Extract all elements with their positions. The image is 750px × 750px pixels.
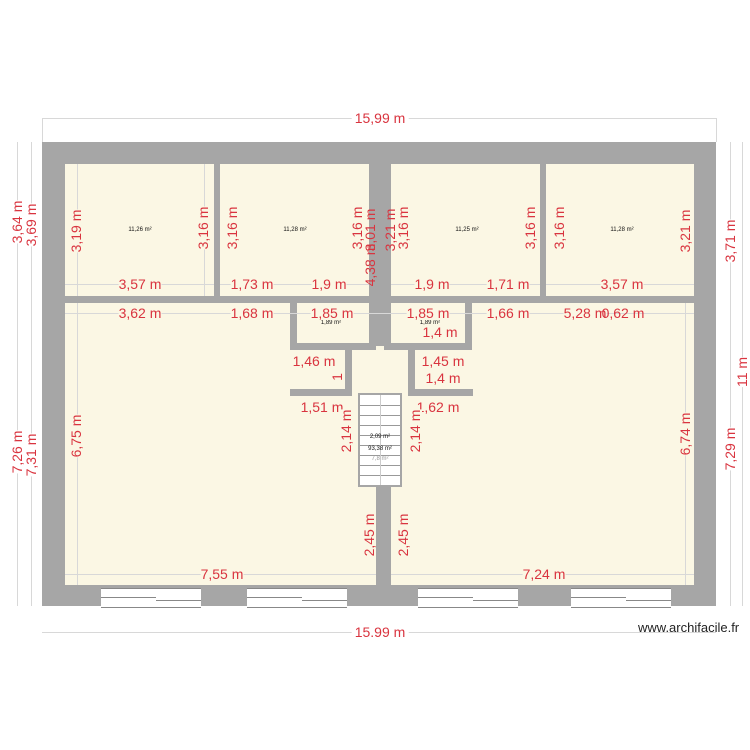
dim-living-left-top-1: 3,62 m <box>118 305 162 321</box>
area-stair: 2,09 m² <box>369 434 391 440</box>
area-bedroom-4: 11,28 m² <box>610 227 634 233</box>
wall-center-right <box>384 142 391 350</box>
bedroom-3[interactable] <box>391 164 540 296</box>
right-height-total: 11 m <box>734 356 750 388</box>
dim-nook-right-width: 1,45 m <box>421 353 465 369</box>
dim-bedroom2-h-left: 3,16 m <box>224 206 240 250</box>
area-total: 93,38 m² <box>368 446 392 452</box>
window-4[interactable] <box>571 588 671 608</box>
dim-bedroom1-h-right: 3,16 m <box>195 206 211 250</box>
dim-line <box>391 284 540 285</box>
dim-bedroom3-h-left-2: 3,16 m <box>395 206 411 250</box>
dim-closet-right-depth: 1,4 m <box>422 324 458 340</box>
wall-center-lower <box>377 486 384 585</box>
dim-nook-left-depth: 1 <box>329 373 345 381</box>
area-closet-right: 1,89 m² <box>419 320 441 326</box>
staircase[interactable] <box>358 393 402 487</box>
window-2[interactable] <box>247 588 347 608</box>
dim-nook-right-bottom: 1,62 m <box>416 399 460 415</box>
nook-right-wall-h <box>408 389 473 396</box>
left-dim-line-2 <box>31 142 32 606</box>
dim-living-left-height: 6,75 m <box>68 414 84 458</box>
dim-living-right-height: 6,74 m <box>677 412 693 456</box>
dim-bedroom3-h-right: 3,16 m <box>522 206 538 250</box>
watermark: www.archifacile.fr <box>638 620 740 635</box>
wall-center-left <box>369 142 376 350</box>
dim-nook-left-bottom: 1,51 m <box>300 399 344 415</box>
dim-bedroom3-w-left: 1,9 m <box>414 276 450 292</box>
left-height-upper-1: 3,64 m <box>9 200 25 244</box>
wall-mid-horizontal <box>42 296 716 303</box>
dim-bedroom1-width: 3,57 m <box>118 276 162 292</box>
window-1[interactable] <box>101 588 201 608</box>
living-left[interactable] <box>65 303 376 585</box>
dim-living-left-lower: 2,45 m <box>361 513 377 557</box>
bedroom-4[interactable] <box>546 164 694 296</box>
window-3[interactable] <box>418 588 518 608</box>
right-height-upper: 3,71 m <box>722 219 738 263</box>
dim-closet-right-width: 1,85 m <box>406 305 450 321</box>
nook-right-wall-v <box>408 350 415 396</box>
dim-living-left-stair: 2,14 m <box>338 409 354 453</box>
dim-center-length: 4,38 m <box>362 243 378 287</box>
area-bedroom-3: 11,25 m² <box>455 227 479 233</box>
nook-left-wall-h <box>290 389 352 396</box>
dim-line <box>65 313 694 314</box>
nook-left-wall-v <box>345 350 352 396</box>
dim-living-right-top-2: 5,28 m <box>563 305 607 321</box>
left-dim-line-1 <box>17 142 18 606</box>
area-grey: 7,8 m² <box>371 456 389 462</box>
dim-line <box>220 284 369 285</box>
dim-living-right-stair: 2,14 m <box>407 409 423 453</box>
landing <box>345 346 415 396</box>
dim-tick <box>42 118 43 142</box>
dim-nook-left-width: 1,46 m <box>292 353 336 369</box>
stair-center-line <box>380 395 381 485</box>
dim-bedroom1-h-left: 3,19 m <box>68 209 84 253</box>
dim-living-left-top-2: 1,68 m <box>230 305 274 321</box>
dim-bedroom4-h-left: 3,16 m <box>551 206 567 250</box>
right-dim-line-1 <box>730 142 731 606</box>
dim-tick <box>716 118 717 142</box>
left-height-upper-2: 3,69 m <box>23 203 39 247</box>
overall-width-bottom: 15.99 m <box>351 625 409 639</box>
dim-closet-left-width: 1,85 m <box>310 305 354 321</box>
dim-bedroom2-w-right: 1,9 m <box>311 276 347 292</box>
left-height-lower-2: 7,31 m <box>23 433 39 477</box>
dim-nook-right-depth: 1,4 m <box>425 370 461 386</box>
bedroom-2[interactable] <box>220 164 369 296</box>
dim-bedroom2-w-left: 1,73 m <box>230 276 274 292</box>
dim-living-right-lower: 2,45 m <box>395 513 411 557</box>
dim-living-right-top-3: 0,62 m <box>601 305 645 321</box>
left-height-lower-1: 7,26 m <box>9 430 25 474</box>
area-bedroom-2: 11,28 m² <box>283 227 307 233</box>
dim-bedroom4-width: 3,57 m <box>600 276 644 292</box>
dim-bedroom4-h-right: 3,21 m <box>677 209 693 253</box>
right-height-lower: 7,29 m <box>722 427 738 471</box>
overall-width-top: 15,99 m <box>351 111 409 125</box>
dim-living-right-top-1: 1,66 m <box>486 305 530 321</box>
dim-bedroom3-w-right: 1,71 m <box>486 276 530 292</box>
bedroom-1[interactable] <box>65 164 214 296</box>
wall-bedroom-3-4 <box>540 164 546 296</box>
living-right[interactable] <box>391 303 694 585</box>
dim-living-right-bottom: 7,24 m <box>522 566 566 582</box>
dim-living-left-bottom: 7,55 m <box>200 566 244 582</box>
wall-bedroom-1-2 <box>214 164 220 296</box>
area-bedroom-1: 11,26 m² <box>128 227 152 233</box>
area-closet-left: 1,89 m² <box>320 320 342 326</box>
